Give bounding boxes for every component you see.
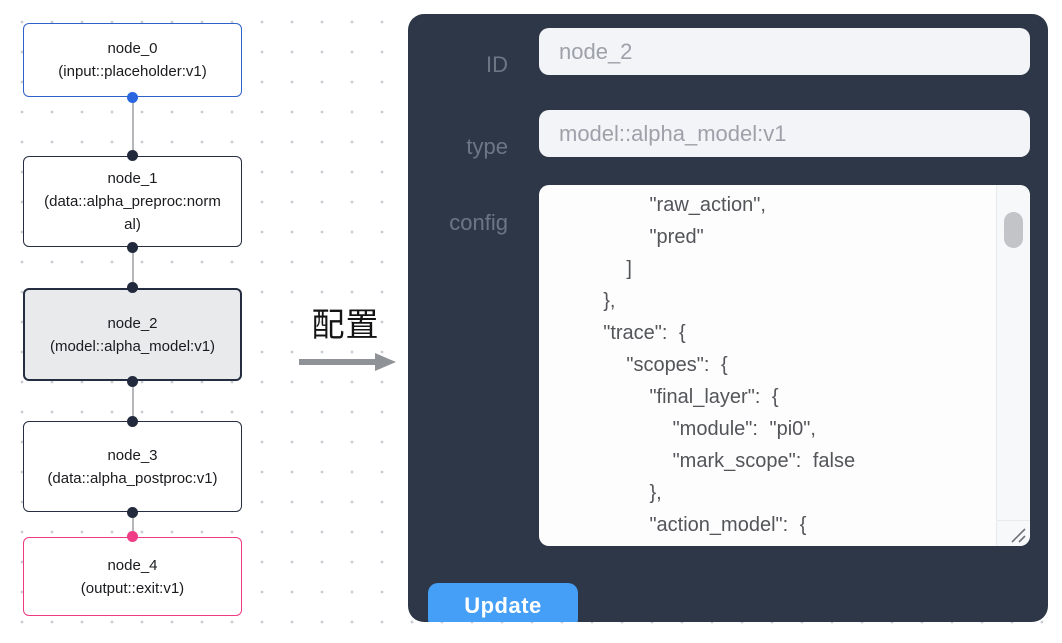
type-field-input[interactable] xyxy=(539,110,1030,157)
config-textarea[interactable]: "raw_action", "pred" ] }, "trace": { "sc… xyxy=(539,185,1030,546)
port-node1-input[interactable] xyxy=(127,150,138,161)
node-title: node_2 xyxy=(107,314,158,332)
port-node0-output[interactable] xyxy=(127,92,138,103)
node-title: node_1 xyxy=(107,170,158,187)
id-field-label: ID xyxy=(486,52,508,77)
node-config-panel: ID type config "raw_action", "pred" ] },… xyxy=(408,14,1048,622)
graph-node-node_2[interactable]: node_2 (model::alpha_model:v1) xyxy=(23,288,242,381)
port-node3-input[interactable] xyxy=(127,416,138,427)
edge-node0-node1 xyxy=(132,97,134,156)
resize-handle-icon[interactable] xyxy=(1009,526,1027,544)
config-scrollbar-track[interactable] xyxy=(996,185,1030,546)
port-node2-input[interactable] xyxy=(127,282,138,293)
port-node3-output[interactable] xyxy=(127,507,138,518)
update-button[interactable]: Update xyxy=(428,583,578,622)
node-type-label: (output::exit:v1) xyxy=(80,579,185,597)
type-field-label: type xyxy=(466,134,508,159)
edge-node2-node3 xyxy=(132,381,134,421)
transition-group: 配置 xyxy=(288,298,403,379)
transition-label: 配置 xyxy=(311,306,380,343)
edge-node1-node2 xyxy=(132,247,134,288)
graph-node-node_4[interactable]: node_4 (output::exit:v1) xyxy=(23,537,242,616)
node-type-label: (data::alpha_preproc:normal) xyxy=(44,193,221,233)
right-arrow-icon xyxy=(298,353,396,371)
graph-node-node_1[interactable]: node_1 (data::alpha_preproc:normal) xyxy=(23,156,242,247)
edge-node3-node4 xyxy=(132,512,134,537)
graph-node-node_3[interactable]: node_3 (data::alpha_postproc:v1) xyxy=(23,421,242,512)
config-field-label: config xyxy=(449,210,508,235)
port-node4-input[interactable] xyxy=(127,531,138,542)
config-json-text: "raw_action", "pred" ] }, "trace": { "sc… xyxy=(603,194,856,536)
node-graph: node_0 (input::placeholder:v1) node_1 (d… xyxy=(0,0,400,643)
node-type-label: (data::alpha_postproc:v1) xyxy=(47,469,218,487)
port-node2-output[interactable] xyxy=(127,376,138,387)
node-title: node_3 xyxy=(107,446,158,464)
id-field-input[interactable] xyxy=(539,28,1030,75)
node-type-label: (model::alpha_model:v1) xyxy=(49,337,216,355)
node-type-label: (input::placeholder:v1) xyxy=(58,63,207,80)
node-title: node_0 xyxy=(107,40,158,57)
config-scrollbar-thumb[interactable] xyxy=(1004,212,1023,248)
port-node1-output[interactable] xyxy=(127,242,138,253)
node-title: node_4 xyxy=(107,556,158,574)
graph-node-node_0[interactable]: node_0 (input::placeholder:v1) xyxy=(23,23,242,97)
